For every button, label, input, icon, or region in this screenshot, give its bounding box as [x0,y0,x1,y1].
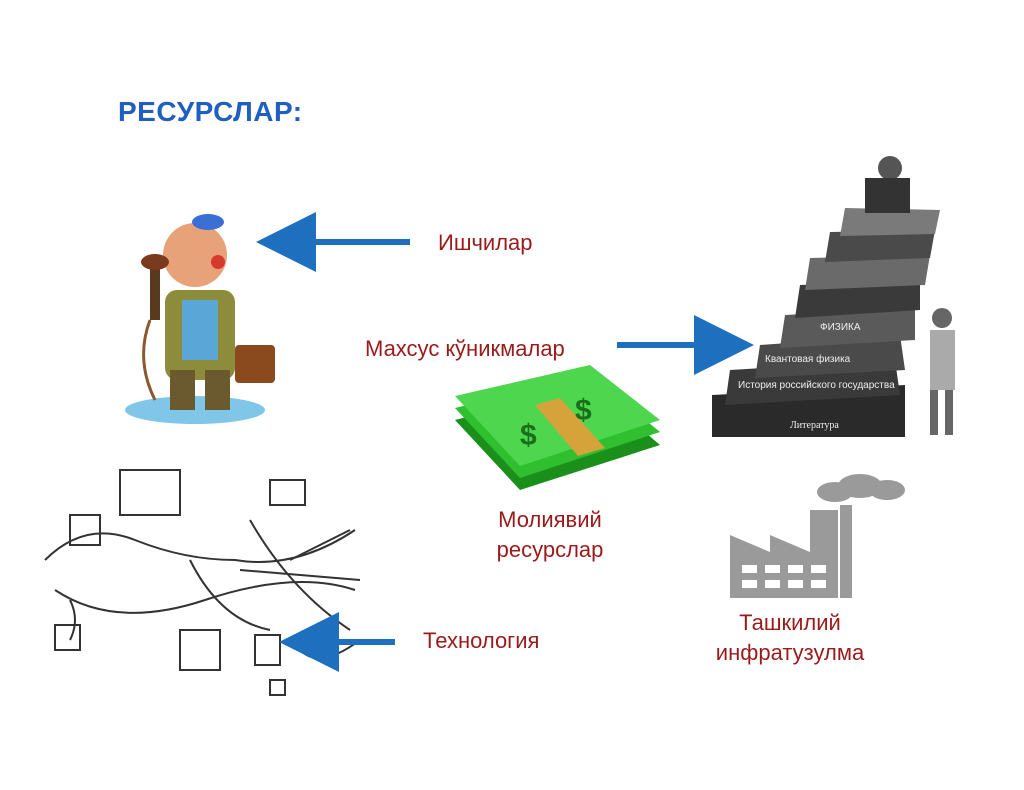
factory-icon [730,474,905,598]
label-infrastructure: Ташкилий инфратузулма [690,608,890,668]
money-illustration: $ $ [455,365,660,490]
dollar-icon: $ [575,394,592,427]
label-financial-line2: ресурслар [496,537,604,562]
worker-illustration [125,214,275,424]
book-title-history: История российского государства [738,380,895,391]
label-skills: Махсус кўникмалар [365,336,565,361]
books-illustration: ФИЗИКА Квантовая физика История российск… [712,156,955,437]
label-infrastructure-line2: инфратузулма [715,640,865,665]
label-technology: Технология [423,628,540,653]
technology-schematic [44,469,361,696]
label-financial: Молиявий ресурслар [470,505,630,565]
book-title-physics: ФИЗИКА [820,322,861,333]
label-workers: Ишчилар [438,230,533,255]
label-infrastructure-line1: Ташкилий [739,610,841,635]
book-title-literature: Литература [790,420,839,431]
label-financial-line1: Молиявий [498,507,602,532]
dollar-icon: $ [520,419,537,452]
book-title-quantum: Квантовая физика [765,353,851,365]
page-title: РЕСУРСЛАР: [118,96,303,127]
